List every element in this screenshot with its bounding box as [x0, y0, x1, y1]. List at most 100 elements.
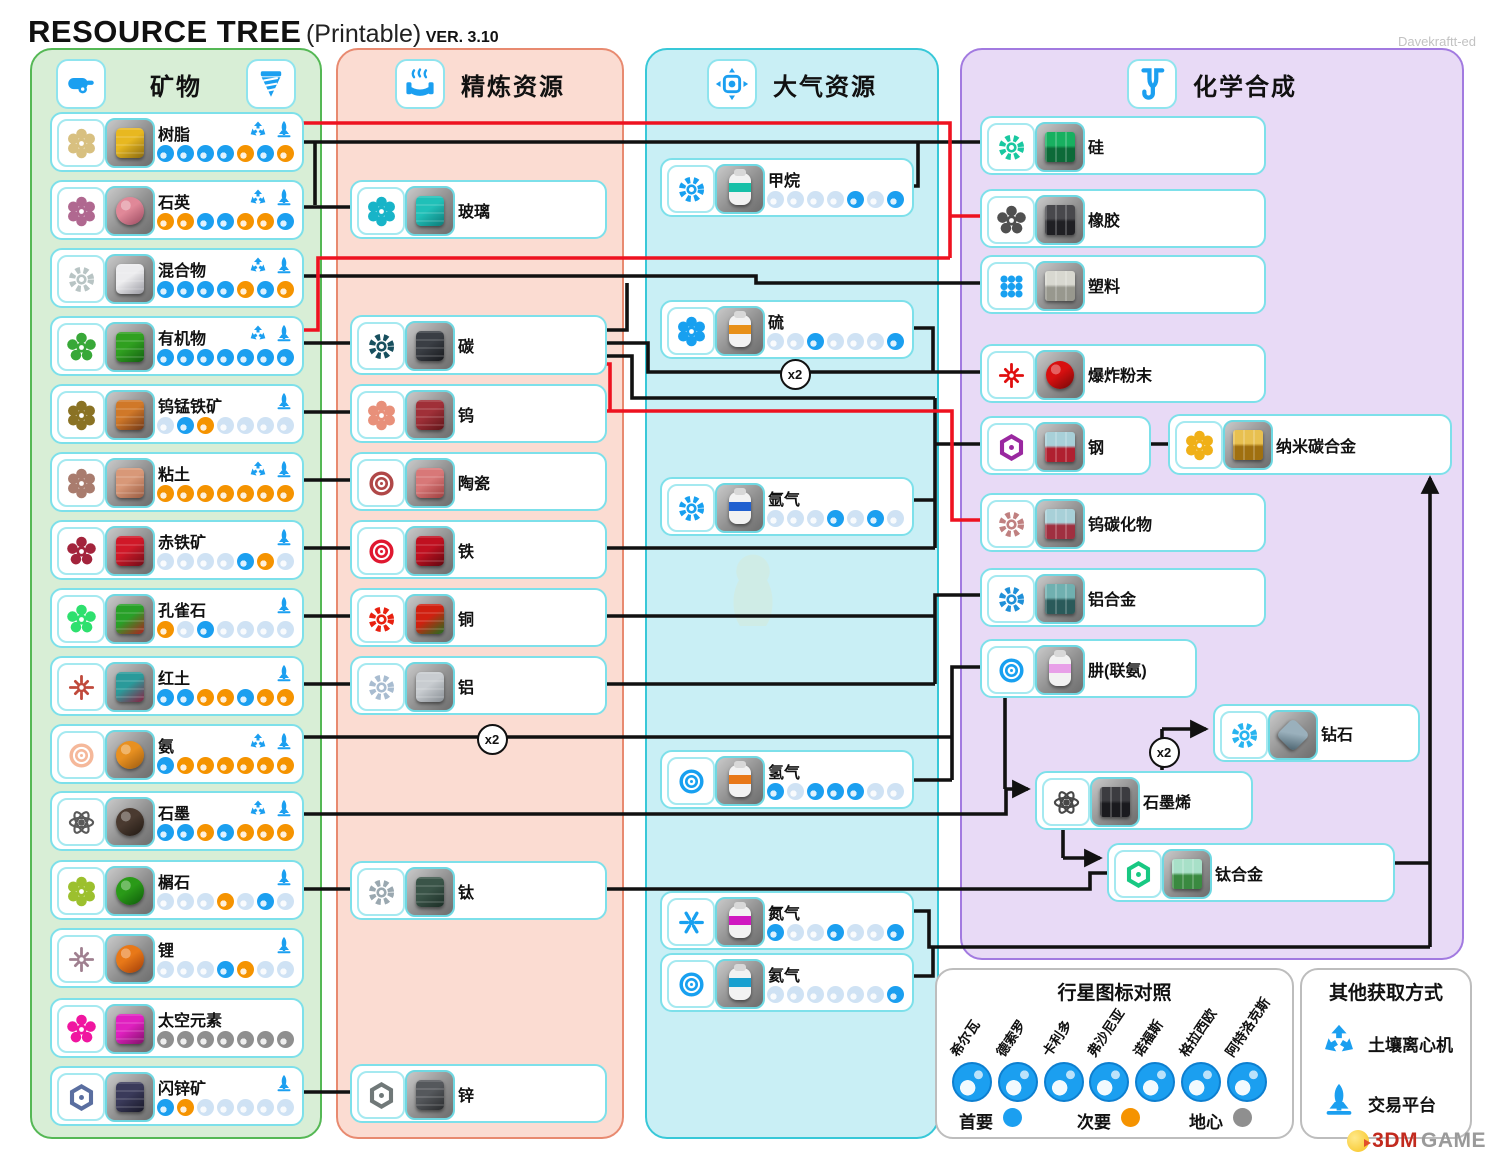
planet-name-格拉西欧: 格拉西欧 — [1176, 1006, 1220, 1060]
other-methods: 其他获取方式土壤离心机 交易平台 — [1300, 968, 1472, 1139]
planet-dot-弗沙尼亚-P — [217, 961, 234, 978]
recipe-line-black-7 — [908, 326, 935, 372]
planet-dot-诺福斯-P — [237, 689, 254, 706]
organic-label: 有机物 — [158, 331, 207, 348]
titanite-thumbnail — [105, 866, 155, 916]
ceramic-label: 陶瓷 — [458, 475, 491, 493]
steel-symbol-cell — [987, 423, 1035, 471]
planet-dot-诺福斯-S — [237, 281, 254, 298]
iron-icon — [368, 538, 394, 564]
planet-dot-弗沙尼亚-N — [827, 986, 844, 1003]
graphene-symbol-cell — [1042, 778, 1090, 826]
trade-platform-icon — [274, 936, 294, 956]
zinc-symbol-cell — [357, 1071, 405, 1119]
trade-platform-icon — [274, 732, 294, 752]
tungsten-icon — [367, 400, 395, 430]
planet-dot-希尔瓦-N — [157, 417, 174, 434]
resource-row-clay: 粘土 — [50, 452, 304, 512]
planet-dot-阿特洛克斯-N — [277, 553, 294, 570]
planet-name-希尔瓦: 希尔瓦 — [947, 1017, 983, 1060]
nitrogen-label: 氮气 — [768, 906, 801, 923]
planet-dot-希尔瓦-N — [767, 191, 784, 208]
trade-platform-icon — [274, 392, 294, 412]
planet-dot-弗沙尼亚-P — [827, 510, 844, 527]
recipe-line-black-26 — [950, 665, 982, 780]
recipe-line-black-4 — [300, 274, 982, 285]
planet-dot-阿特洛克斯-S — [277, 281, 294, 298]
sphalerite-label: 闪锌矿 — [158, 1081, 207, 1098]
panel-header-chemical: 化学合成 — [962, 58, 1462, 110]
gas-canister — [729, 311, 751, 347]
smelting-furnace-icon — [406, 68, 434, 96]
organic-acquisition-badges — [248, 324, 294, 344]
recipe-line-black-6 — [603, 341, 982, 374]
compound-thumbnail — [105, 254, 155, 304]
planet-dot-卡利多-C — [197, 1031, 214, 1048]
clay-planet-availability — [157, 485, 294, 502]
nitrogen-thumbnail — [715, 897, 765, 947]
planet-dot-德索罗-N — [787, 510, 804, 527]
steel-thumbnail — [1035, 422, 1085, 472]
steel-label: 钢 — [1088, 439, 1105, 457]
argon-symbol-cell — [667, 484, 715, 532]
planet-dot-卡利多-N — [197, 553, 214, 570]
recipe-line-red-44 — [603, 409, 982, 522]
explosive-powder-icon — [998, 362, 1024, 388]
author-watermark: Davekraftt-ed — [1397, 34, 1476, 49]
zinc-icon — [369, 1081, 393, 1109]
planet-dot-弗沙尼亚-S — [217, 893, 234, 910]
terrain-tool-icon — [68, 78, 94, 94]
planet-legend-title: 行星图标对照 — [1057, 983, 1172, 1004]
hematite-thumbnail — [105, 526, 155, 576]
trade-platform-icon — [274, 799, 294, 819]
page-title: RESOURCE TREE (Printable) VER. 3.10 — [28, 14, 499, 50]
planet-dot-格拉西欧-N — [257, 1099, 274, 1116]
panel-header-refined: 精炼资源 — [338, 58, 622, 110]
page-title-version: VER. 3.10 — [425, 29, 499, 46]
compound-planet-availability — [157, 281, 294, 298]
titanite-symbol-cell — [57, 867, 105, 915]
aluminum-alloy-label: 铝合金 — [1088, 591, 1137, 609]
planet-dot-格拉西欧-N — [867, 924, 884, 941]
planet-dot-德索罗-P — [177, 349, 194, 366]
planet-dot-阿特洛克斯-P — [277, 349, 294, 366]
trade-platform-icon — [274, 256, 294, 276]
gas-canister — [729, 488, 751, 524]
explosive-powder-symbol-cell — [987, 351, 1035, 399]
wolframite-acquisition-badges — [274, 392, 294, 412]
clay-symbol-cell — [57, 459, 105, 507]
atmospheric-condenser-icon — [715, 67, 749, 101]
planet-dot-德索罗-P — [177, 824, 194, 841]
malachite-acquisition-badges — [274, 596, 294, 616]
planet-dot-希尔瓦-P — [157, 349, 174, 366]
quartz-acquisition-badges — [248, 188, 294, 208]
planet-dot-阿特洛克斯-P — [887, 924, 904, 941]
iron-thumbnail — [405, 526, 455, 576]
titanium-thumbnail — [405, 867, 455, 917]
resource-row-aluminum: 铝 — [350, 656, 607, 715]
gas-canister — [729, 761, 751, 797]
trade-platform-icon — [274, 664, 294, 684]
carbon-thumbnail — [405, 321, 455, 371]
graphene-thumbnail — [1090, 777, 1140, 827]
graphite-thumbnail — [105, 797, 155, 847]
planet-dot-诺福斯-N — [237, 417, 254, 434]
planet-dot-阿特洛克斯-N — [277, 1099, 294, 1116]
planet-dot-德索罗-N — [787, 783, 804, 800]
planet-dot-德索罗-N — [177, 621, 194, 638]
argon-label: 氩气 — [768, 492, 801, 509]
zinc-thumbnail — [405, 1070, 455, 1120]
sphalerite-acquisition-badges — [274, 1074, 294, 1094]
helium-thumbnail — [715, 959, 765, 1009]
ceramic-icon — [368, 470, 394, 496]
resource-row-astronium: 太空元素 — [50, 998, 304, 1058]
site-logo-gray: GAME — [1421, 1129, 1486, 1152]
titanium-icon — [368, 879, 394, 905]
planet-dot-阿特洛克斯-P — [887, 191, 904, 208]
planet-dot-格拉西欧-P — [257, 349, 274, 366]
ammonium-icon — [68, 742, 94, 768]
malachite-thumbnail — [105, 594, 155, 644]
planet-dot-弗沙尼亚-N — [827, 191, 844, 208]
titanium-alloy-thumbnail — [1162, 849, 1212, 899]
ammonium-label: 氨 — [158, 739, 175, 756]
